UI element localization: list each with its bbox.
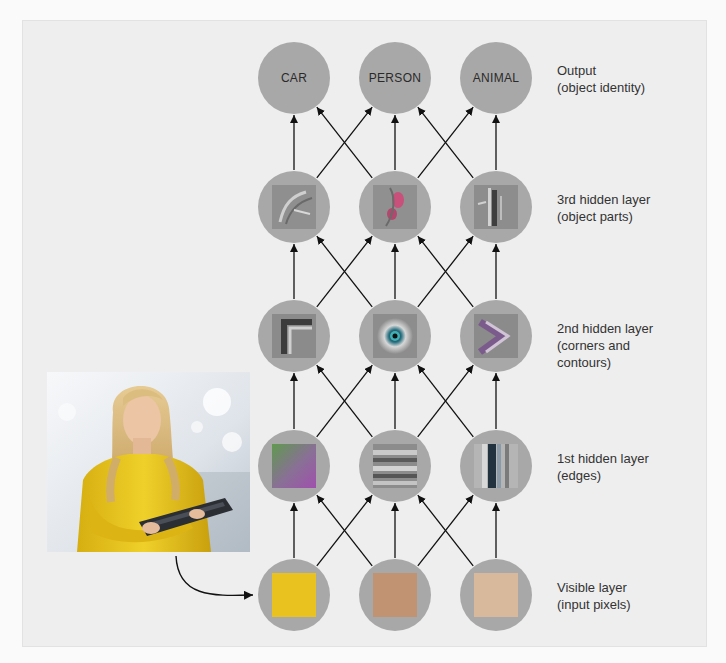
edge-tile xyxy=(272,444,316,488)
connection-arrow xyxy=(317,495,372,566)
layer-description: (edges) xyxy=(557,467,675,484)
layer-name: Visible layer xyxy=(557,579,675,596)
edge-tile xyxy=(373,444,417,488)
feature-node xyxy=(258,559,330,631)
layer-name: Output xyxy=(557,62,675,79)
input-arrow xyxy=(176,556,253,595)
layer-description: (corners and contours) xyxy=(557,337,675,371)
connection-arrow xyxy=(418,495,473,566)
feature-node xyxy=(258,430,330,502)
contour-tile xyxy=(373,314,417,358)
node-label: CAR xyxy=(281,71,307,85)
edge-tile xyxy=(474,444,518,488)
photo-figure xyxy=(47,372,250,552)
connection-arrow xyxy=(394,115,395,170)
connection-arrow xyxy=(394,244,395,299)
connection-arrow xyxy=(418,236,473,307)
feature-node xyxy=(359,171,431,243)
object-part-tile xyxy=(272,185,316,229)
connection-arrow xyxy=(418,495,473,566)
feature-node xyxy=(258,300,330,372)
feature-node xyxy=(359,559,431,631)
node-label: ANIMAL xyxy=(473,71,519,85)
output-node: ANIMAL xyxy=(460,42,532,114)
pixel-tile xyxy=(272,573,316,617)
connection-arrow xyxy=(495,244,496,299)
layer-description: (object parts) xyxy=(557,208,675,225)
connection-arrow xyxy=(317,236,372,307)
connection-arrow xyxy=(495,373,496,429)
connection-arrow xyxy=(418,107,473,178)
feature-node xyxy=(359,430,431,502)
connection-arrow xyxy=(317,365,373,437)
pixel-tile xyxy=(373,573,417,617)
connection-arrow xyxy=(317,107,372,178)
object-part-tile xyxy=(373,185,417,229)
output-node: PERSON xyxy=(359,42,431,114)
connection-arrow xyxy=(394,503,395,558)
feature-node xyxy=(460,300,532,372)
feature-node xyxy=(460,430,532,502)
feature-node xyxy=(258,171,330,243)
connection-arrow xyxy=(293,115,294,170)
connection-arrow xyxy=(317,236,372,307)
corner-tile xyxy=(272,314,316,358)
output-node: CAR xyxy=(258,42,330,114)
connection-arrow xyxy=(418,236,473,307)
connection-arrow xyxy=(317,365,373,437)
feature-node xyxy=(359,300,431,372)
connection-arrow xyxy=(317,107,372,178)
connection-arrow xyxy=(394,373,395,429)
layer-name: 1st hidden layer xyxy=(557,450,675,467)
layer-name: 2nd hidden layer xyxy=(557,320,675,337)
feature-node xyxy=(460,559,532,631)
connection-arrow xyxy=(418,107,473,178)
feature-node xyxy=(460,171,532,243)
connection-arrow xyxy=(418,365,474,437)
layer-description: (object identity) xyxy=(557,79,675,96)
layer-description: (input pixels) xyxy=(557,596,675,613)
pixel-tile xyxy=(474,573,518,617)
connection-arrow xyxy=(293,373,294,429)
connection-arrow xyxy=(293,244,294,299)
layer-name: 3rd hidden layer xyxy=(557,191,675,208)
connection-arrow xyxy=(293,503,294,558)
object-part-tile xyxy=(474,185,518,229)
connection-arrow xyxy=(495,503,496,558)
node-label: PERSON xyxy=(369,71,421,85)
connection-arrow xyxy=(495,115,496,170)
connection-arrow xyxy=(418,365,474,437)
contour-tile xyxy=(474,314,518,358)
connection-arrow xyxy=(317,495,372,566)
